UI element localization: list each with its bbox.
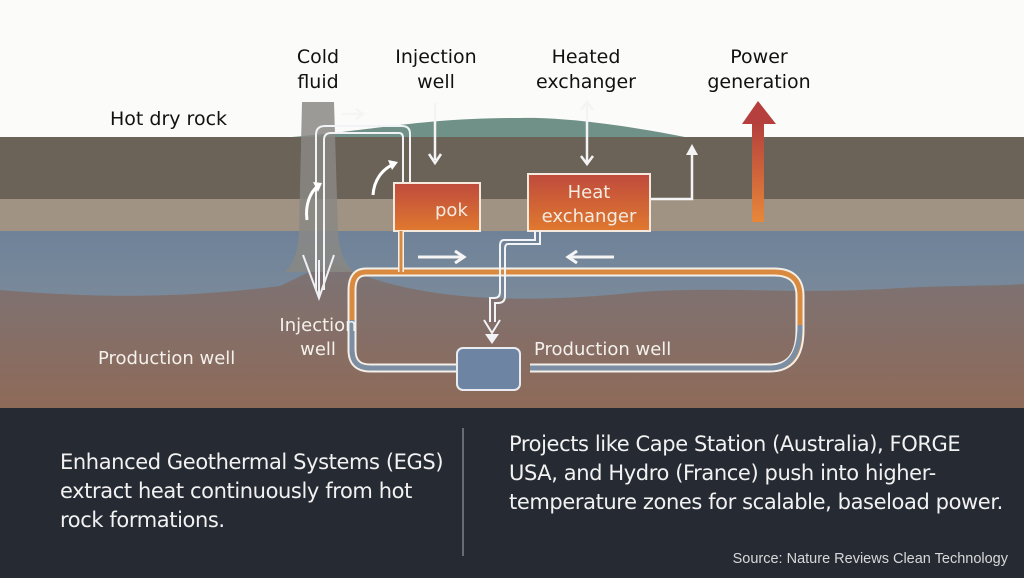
layer-tan <box>0 199 1024 233</box>
caption-divider <box>462 428 464 556</box>
caption-panel: Enhanced Geothermal Systems (EGS) extrac… <box>0 408 1024 578</box>
geothermal-diagram: pok Heat exchanger Hot dry rock Cold flu… <box>0 0 1024 410</box>
label-cold-fluid-1: Cold <box>297 46 339 68</box>
heat-exchanger-label-1: Heat <box>568 182 611 203</box>
loop-lower-segment <box>349 320 803 371</box>
pok-box <box>393 182 481 232</box>
label-injection-well-2: well <box>417 71 455 93</box>
heat-exchanger-box <box>527 173 651 232</box>
power-arrow-head <box>742 101 776 124</box>
injection-well-pointer <box>427 103 443 166</box>
sky <box>0 0 1024 140</box>
exchanger-output-arrow <box>651 148 694 201</box>
curved-arrow-left-head <box>313 182 322 192</box>
label-injection-well-bottom-2: well <box>300 339 336 360</box>
flow-arrow-left <box>565 249 614 265</box>
label-power-generation-2: generation <box>707 71 810 93</box>
layer-dark-rock <box>0 137 1024 201</box>
label-heated-exchanger-2: exchanger <box>536 71 636 93</box>
label-hot-dry-rock: Hot dry rock <box>110 108 227 130</box>
exchanger-output-arrow-head <box>686 144 698 155</box>
curved-arrow-mid <box>371 163 393 196</box>
curved-arrow-mid-head <box>388 160 398 170</box>
label-production-well-left: Production well <box>98 348 235 369</box>
production-pipe-arrow <box>483 319 501 335</box>
layer-deep <box>0 262 1024 410</box>
source-citation: Source: Nature Reviews Clean Technology <box>732 551 1008 567</box>
flow-arrow-right-top <box>342 107 366 121</box>
label-injection-well-1: Injection <box>395 46 476 68</box>
injection-pipe <box>315 125 411 290</box>
label-cold-fluid-2: fluid <box>297 71 338 93</box>
production-pipe <box>489 231 541 322</box>
label-power-generation-1: Power <box>730 46 788 68</box>
label-production-well-right: Production well <box>534 339 671 360</box>
injection-down-arrow <box>302 254 335 301</box>
heated-exchanger-pointer <box>580 99 594 167</box>
caption-left-text: Enhanced Geothermal Systems (EGS) extrac… <box>60 450 444 532</box>
layer-blue <box>0 231 1024 301</box>
production-pipe-arrow-head <box>485 334 499 344</box>
caption-right-text: Projects like Cape Station (Australia), … <box>509 432 1003 514</box>
power-arrow-shaft <box>752 122 764 222</box>
label-heated-exchanger-1: Heated <box>552 46 621 68</box>
pok-box-label: pok <box>435 200 468 221</box>
label-injection-well-bottom-1: Injection <box>279 315 356 336</box>
heat-exchanger-label-2: exchanger <box>542 206 637 227</box>
production-well-box <box>456 347 521 391</box>
flow-arrow-right <box>418 249 467 265</box>
